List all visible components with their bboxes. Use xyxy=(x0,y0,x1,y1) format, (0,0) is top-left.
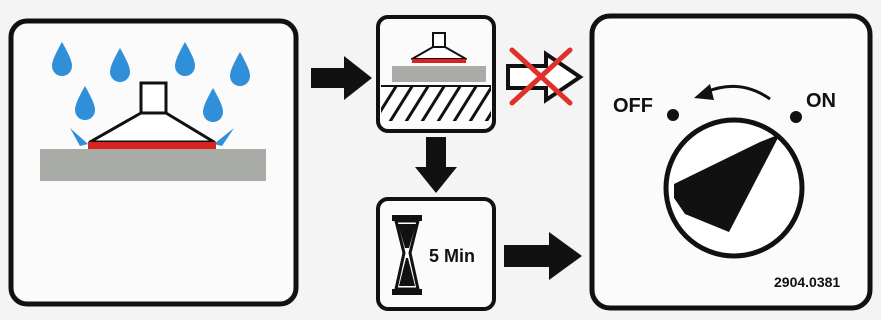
on-position-dot xyxy=(790,111,802,123)
switch-on-label: ON xyxy=(806,90,836,112)
application-panel xyxy=(11,21,296,304)
suction-seal xyxy=(88,142,216,149)
placement-panel xyxy=(370,17,512,131)
wait-time-label: 5 Min xyxy=(429,246,475,266)
hatched-surface xyxy=(370,80,512,128)
switch-off-label: OFF xyxy=(613,95,653,117)
surface xyxy=(392,66,486,82)
crossed-arrow-icon xyxy=(508,50,580,103)
arrow-right-icon xyxy=(311,56,372,100)
arrow-down-icon xyxy=(415,137,457,193)
switch-panel: OFF ON 2904.0381 xyxy=(592,16,870,308)
surface xyxy=(40,149,266,181)
part-number: 2904.0381 xyxy=(774,274,840,290)
rotary-knob-icon xyxy=(666,120,802,256)
wait-panel: 5 Min xyxy=(378,199,494,309)
off-position-dot xyxy=(667,109,679,121)
arrow-right-icon xyxy=(504,232,582,280)
